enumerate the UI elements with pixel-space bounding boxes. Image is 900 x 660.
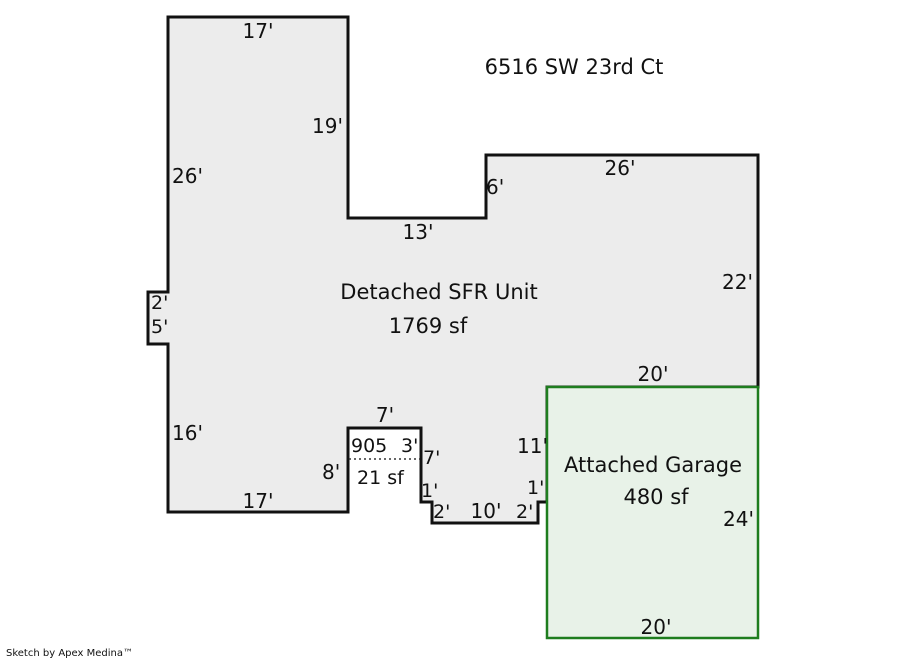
dim-jog-right-h: 2' [516, 501, 533, 523]
main-area-size: 1769 sf [389, 314, 468, 338]
inset-area-code: 905 [351, 435, 387, 457]
dim-jog-left-v: 1' [421, 480, 438, 502]
garage-area-name: Attached Garage [564, 453, 742, 477]
dim-inset-right-a: 3' [401, 435, 418, 457]
dim-garage-bottom: 20' [641, 615, 672, 639]
dim-inset-left: 8' [322, 460, 340, 484]
dim-garage-top: 20' [638, 362, 669, 386]
dim-main-left-upper: 26' [172, 164, 203, 188]
dim-notch-side: 5' [151, 316, 168, 338]
dim-step-up: 6' [486, 175, 504, 199]
dim-right-top: 26' [605, 156, 636, 180]
dim-main-bottom-left: 17' [243, 489, 274, 513]
dim-notch-inner-right: 19' [312, 114, 343, 138]
dim-main-left-lower: 16' [172, 421, 203, 445]
dim-jog-left-h: 2' [433, 501, 450, 523]
dim-notch-top: 2' [151, 292, 168, 314]
dim-main-top: 17' [243, 19, 274, 43]
address-label: 6516 SW 23rd Ct [485, 55, 664, 79]
sketch-credit: Sketch by Apex Medina™ [6, 648, 133, 659]
dim-right-side: 22' [722, 270, 753, 294]
attached-garage-outline [545, 385, 760, 640]
detached-sfr-outline [146, 15, 760, 525]
dim-bottom-mid: 10' [471, 499, 502, 523]
dim-notch-inner-bottom: 13' [403, 220, 434, 244]
inset-area-size: 21 sf [357, 467, 405, 489]
dim-jog-right-v: 1' [527, 477, 544, 499]
dim-garage-left-upper: 11' [517, 434, 548, 458]
dim-garage-right: 24' [723, 507, 754, 531]
main-area-name: Detached SFR Unit [340, 280, 537, 304]
garage-area-size: 480 sf [623, 485, 689, 509]
dim-inset-right-b: 7' [423, 447, 440, 469]
dim-inset-top: 7' [376, 403, 394, 427]
